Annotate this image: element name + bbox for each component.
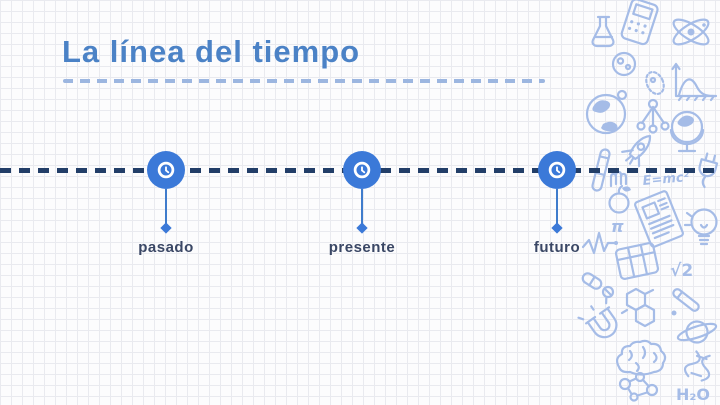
pi-doodle-text: π [611, 217, 624, 236]
timeline-marker-dot [147, 151, 185, 189]
timeline-label: presente [328, 239, 396, 256]
dna-icon [683, 350, 711, 382]
timeline-label: pasado [138, 239, 194, 256]
clock-icon [157, 161, 175, 179]
timeline-item-presente: presente [292, 151, 432, 256]
rocket-icon [621, 134, 652, 168]
chart-icon [671, 62, 718, 102]
doodle-band: E=mc² π √2 [577, 0, 719, 404]
molecule2-icon [618, 371, 659, 402]
plug-icon [698, 152, 719, 189]
marker-stem [361, 189, 363, 226]
network-icon [636, 98, 670, 134]
atom-icon [672, 18, 710, 46]
slide-title: La línea del tiempo [62, 34, 361, 69]
globe-stand-icon [669, 110, 705, 153]
globe-icon [585, 89, 628, 135]
clock-icon [353, 161, 371, 179]
lightbulb-icon [683, 208, 718, 246]
timeline-item-pasado: pasado [96, 151, 236, 256]
magnet-icon [577, 297, 618, 339]
saturn-icon [676, 320, 718, 344]
marker-diamond [551, 222, 563, 234]
marker-diamond [160, 222, 172, 234]
apple-icon [608, 184, 631, 214]
calculator2-icon [614, 242, 660, 280]
sqrt2-doodle-text: √2 [670, 261, 693, 281]
microbe-icon [611, 51, 665, 96]
heartbeat-icon [581, 231, 618, 255]
drop-icon [671, 310, 677, 316]
timeline-marker-dot [538, 151, 576, 189]
marker-stem [556, 189, 558, 226]
pills-icon [581, 272, 615, 299]
brain-icon [615, 339, 667, 376]
marker-diamond [356, 222, 368, 234]
test-tube2-icon [672, 288, 700, 312]
timeline-marker-dot [343, 151, 381, 189]
title-underline-dashed [63, 79, 545, 83]
newspaper-icon [634, 190, 684, 248]
calculator-icon [620, 0, 659, 46]
timeline-item-futuro: futuro [487, 151, 627, 256]
clock-icon [548, 161, 566, 179]
marker-stem [165, 189, 167, 226]
flask-icon [591, 15, 615, 48]
emc2-doodle-text: E=mc² [642, 170, 690, 189]
hexagon-molecule-icon [620, 287, 656, 328]
timeline-label: futuro [533, 239, 581, 256]
h2o-doodle-text: H₂O [676, 385, 710, 404]
